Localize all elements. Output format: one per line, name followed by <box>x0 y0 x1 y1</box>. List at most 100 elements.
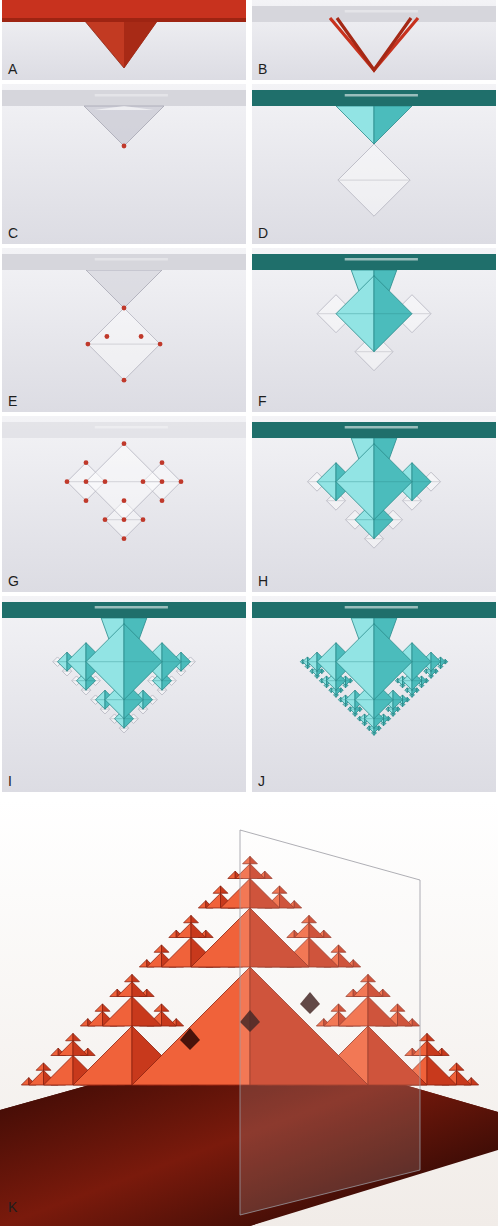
pyramid-facet <box>58 1041 73 1056</box>
vertex-dot <box>84 460 89 465</box>
pyramid-facet <box>336 106 374 144</box>
support-bar <box>252 6 496 22</box>
ghost-edge <box>338 180 410 181</box>
panel-ground <box>2 596 246 792</box>
pyramid-facet <box>162 1004 169 1011</box>
pyramid-facet <box>449 1063 456 1070</box>
octahedron-edge <box>86 661 162 662</box>
pyramid-facet <box>176 923 191 938</box>
panel-ground <box>252 84 496 244</box>
bar-shadow <box>2 18 246 22</box>
panel <box>252 84 496 244</box>
pyramid-facet <box>29 1070 44 1085</box>
pyramid-facet <box>103 997 133 1027</box>
pyramid-facet <box>162 945 169 952</box>
bar-highlight <box>345 426 418 429</box>
vertex-dot <box>122 441 127 446</box>
panel-letter: B <box>258 61 267 77</box>
pyramid-facet <box>176 1019 183 1026</box>
bar-highlight <box>345 258 418 261</box>
vertex-dot <box>122 498 127 503</box>
vertex-dot <box>86 342 91 347</box>
panel <box>2 596 246 792</box>
pyramid-facet <box>154 945 161 952</box>
pyramid-facet <box>36 1063 43 1070</box>
pyramid-facet <box>44 1056 74 1086</box>
support-bar <box>252 422 496 438</box>
support-bar <box>2 254 246 270</box>
support-bar <box>2 90 246 106</box>
vertex-dot <box>122 378 127 383</box>
pyramid-facet <box>374 106 412 144</box>
panel-ground <box>2 248 246 412</box>
section-plane <box>240 830 420 1215</box>
pyramid <box>84 106 164 146</box>
pyramid-facet <box>139 960 146 967</box>
support-bar <box>252 90 496 106</box>
panel <box>2 248 246 412</box>
pyramid-facet <box>132 967 250 1085</box>
pyramid-facet <box>457 1063 464 1070</box>
pyramid-facet <box>427 1056 457 1086</box>
vertex-dot <box>141 479 146 484</box>
panel-letter: I <box>8 773 12 789</box>
pyramid-facet <box>66 1033 73 1040</box>
bar-highlight <box>95 426 168 429</box>
bar-highlight <box>345 94 418 97</box>
vertex-dot <box>105 334 110 339</box>
pyramid-facet <box>427 1033 434 1040</box>
panel <box>252 248 496 412</box>
pyramid-facet <box>88 1048 95 1055</box>
vertex-dot <box>122 517 127 522</box>
vertex-dot <box>160 460 165 465</box>
pyramid-facet <box>73 1041 88 1056</box>
pyramid-facet <box>213 886 220 893</box>
vertex-dot <box>158 342 163 347</box>
pyramid-facet <box>471 1078 478 1085</box>
vertex-dot <box>179 479 184 484</box>
panel-letter: J <box>258 773 265 789</box>
pyramid-facet <box>228 871 235 878</box>
panel <box>2 416 246 592</box>
panel <box>252 596 496 792</box>
panel-ground <box>252 0 496 80</box>
pyramid-facet <box>206 893 221 908</box>
pyramid-facet <box>124 20 158 68</box>
octahedron-edge <box>336 661 412 662</box>
panel-letter-holder: I <box>8 772 12 790</box>
panel <box>2 0 246 80</box>
pyramid-facet <box>88 1011 103 1026</box>
bar-highlight <box>345 10 418 13</box>
support-bar <box>2 0 246 22</box>
pyramid-facet <box>21 1078 28 1085</box>
vertex-dot <box>141 517 146 522</box>
support-bar <box>2 602 246 618</box>
vertex-dot <box>84 479 89 484</box>
vertex-dot <box>103 517 108 522</box>
ghost-octahedron <box>86 444 162 520</box>
support-bar <box>252 254 496 270</box>
panel <box>252 416 496 592</box>
panel-letter: D <box>258 225 268 241</box>
panel-letter-holder: D <box>258 224 268 242</box>
bar-highlight <box>95 258 168 261</box>
vertex-dot <box>122 536 127 541</box>
bar-highlight <box>95 606 168 609</box>
ghost-octahedron <box>88 308 160 380</box>
vertex-dot <box>65 479 70 484</box>
pyramid <box>86 270 162 308</box>
octahedron-edge <box>336 481 412 482</box>
pyramid-facet <box>206 930 213 937</box>
ghost-octahedron <box>338 144 410 216</box>
pyramid-facet <box>95 1004 102 1011</box>
pyramid-edge <box>337 18 411 70</box>
pyramid-facet <box>457 1070 472 1085</box>
cavity <box>180 1028 200 1050</box>
pyramid-facet <box>191 923 206 938</box>
panel-ground <box>252 248 496 412</box>
pyramid-facet <box>147 989 154 996</box>
pyramid-facet <box>125 974 132 981</box>
panel-letter-holder: F <box>258 392 267 410</box>
pyramid-facet <box>169 930 176 937</box>
vertex-dot <box>103 479 108 484</box>
